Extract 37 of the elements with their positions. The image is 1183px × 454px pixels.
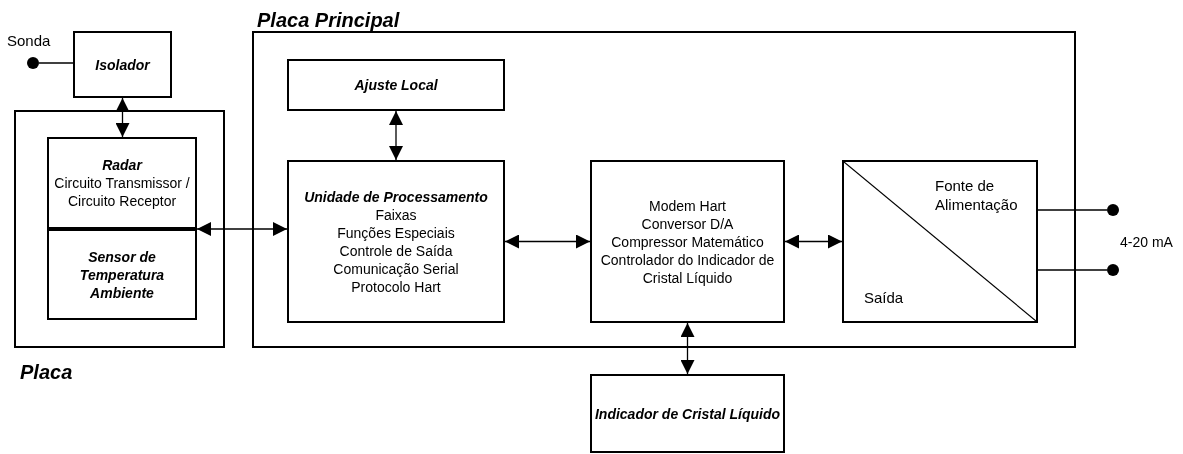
arrow — [680, 322, 695, 375]
block-title: Ajuste Local — [354, 76, 438, 94]
connection-line — [1037, 269, 1108, 271]
signal-label: 4-20 mA — [1120, 233, 1173, 252]
block-title: Isolador — [95, 55, 150, 74]
block-text: Protocolo Hart — [351, 277, 441, 296]
block-text: Conversor D/A — [641, 214, 734, 233]
board-title: Placa — [20, 360, 73, 385]
function-block — [590, 374, 785, 453]
connection-line — [38, 62, 74, 64]
arrow — [504, 234, 591, 249]
function-block — [590, 160, 785, 323]
block-title: Sensor de Temperatura Ambiente — [78, 247, 166, 302]
block-text: Circuito Transmissor / Circuito Receptor — [53, 174, 191, 210]
block-title: Radar — [102, 156, 142, 174]
block-text: Controlador do Indicador de Cristal Líquido — [599, 250, 776, 287]
function-block — [287, 160, 505, 323]
arrow — [389, 110, 403, 161]
arrow — [115, 97, 130, 138]
terminal-label: Sonda — [7, 31, 51, 51]
block-text: Comunicação Serial — [333, 259, 459, 278]
block-text: Controle de Saída — [339, 241, 453, 260]
arrow — [784, 234, 843, 249]
function-block — [73, 31, 172, 98]
block-text: Compressor Matemático — [611, 232, 764, 251]
block-text: Modem Hart — [649, 196, 726, 215]
connection-line — [1037, 209, 1108, 211]
block-text: Saída — [864, 288, 904, 307]
block-title: Unidade de Processamento — [304, 187, 488, 206]
block-text: Faixas — [375, 205, 417, 224]
function-block — [287, 59, 505, 111]
block-text: Funções Especiais — [337, 223, 455, 242]
arrow — [196, 222, 288, 236]
block-title: Indicador de Cristal Líquido — [594, 404, 781, 423]
function-block — [47, 229, 197, 320]
function-block — [47, 137, 197, 229]
board-title: Placa Principal — [257, 8, 400, 33]
